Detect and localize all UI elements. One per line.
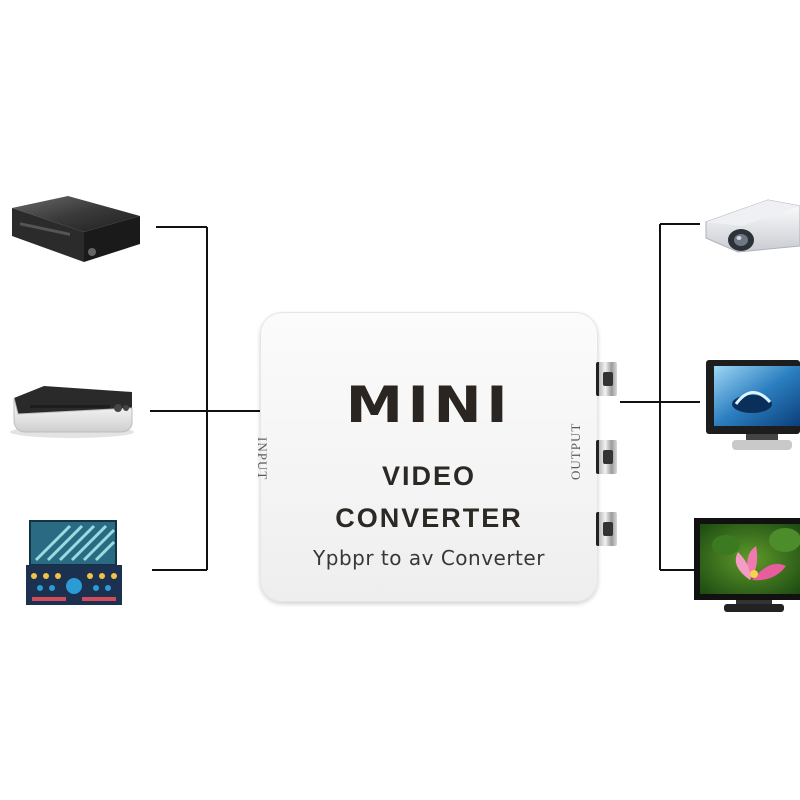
projector-icon bbox=[705, 199, 800, 253]
product-subtitle: Ypbpr to av Converter bbox=[313, 546, 545, 570]
input-connector-lines bbox=[150, 226, 260, 571]
brand-title: MINI bbox=[345, 376, 513, 434]
output-connector-lines bbox=[620, 223, 700, 571]
input-label: INPUT bbox=[255, 437, 270, 481]
output-label: OUTPUT bbox=[568, 422, 583, 480]
rca-jack-top bbox=[596, 362, 617, 396]
mini-video-converter: MINI VIDEO CONVERTER Ypbpr to av Convert… bbox=[255, 312, 598, 602]
crt-monitor-icon bbox=[706, 360, 800, 450]
flat-screen-tv-icon bbox=[694, 518, 800, 612]
rca-jack-middle bbox=[596, 440, 617, 474]
title-line-converter: CONVERTER bbox=[335, 503, 523, 533]
game-console-icon bbox=[26, 520, 122, 605]
dvd-player-icon bbox=[10, 386, 134, 438]
title-line-video: VIDEO bbox=[381, 461, 477, 491]
rca-jack-bottom bbox=[596, 512, 617, 546]
set-top-box-icon bbox=[12, 196, 140, 262]
